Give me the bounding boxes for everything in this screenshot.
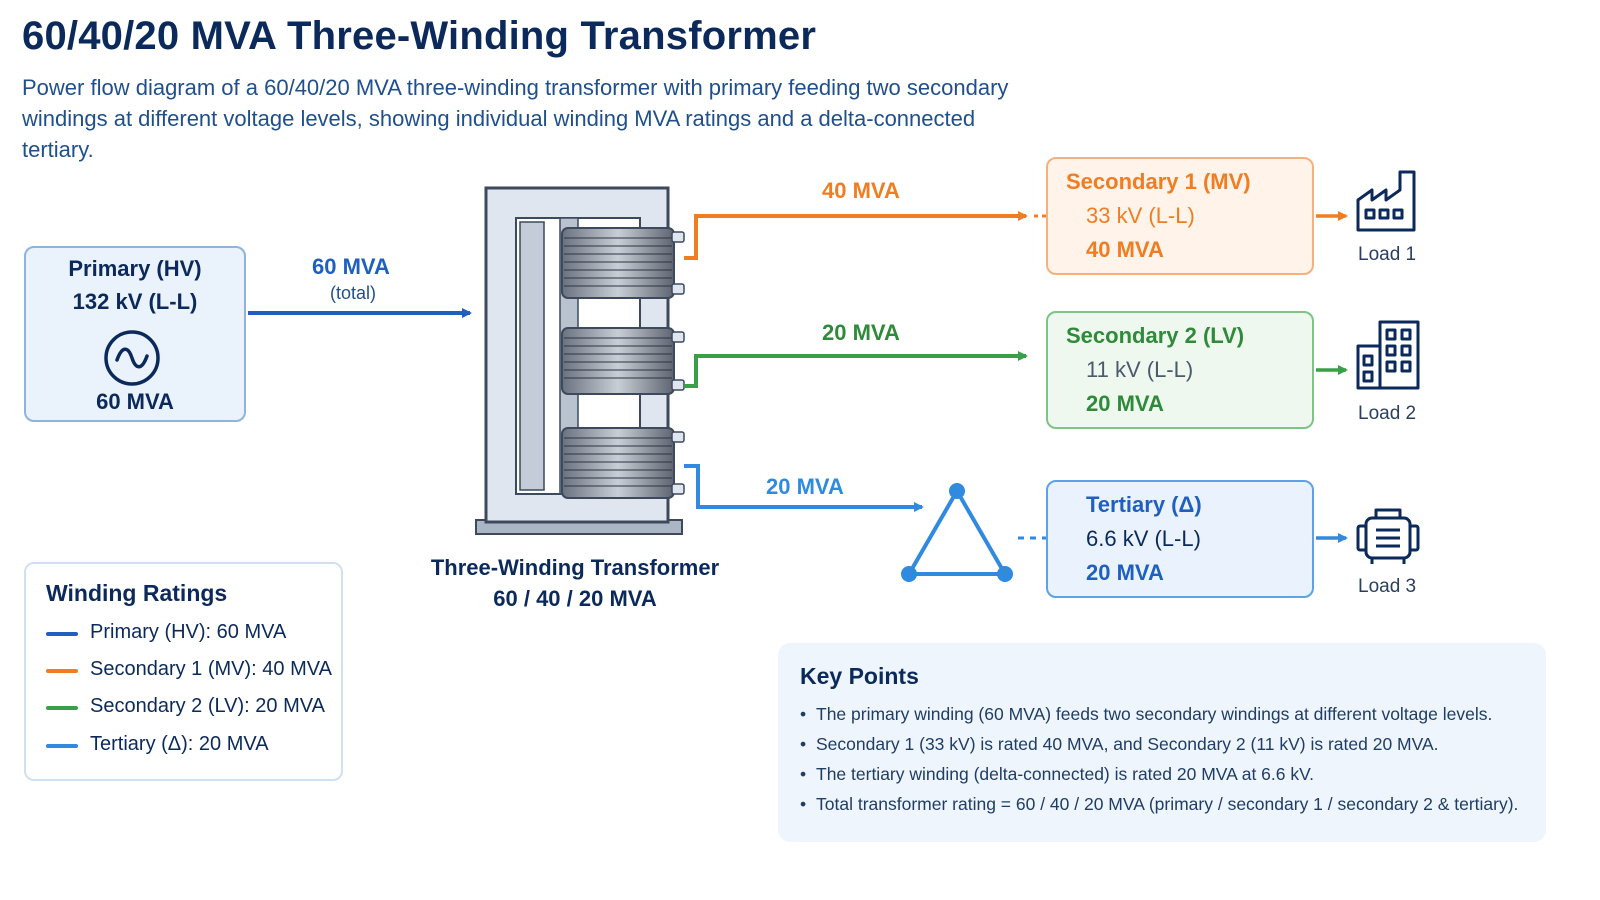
transformer-caption: Three-Winding Transformer <box>430 555 720 580</box>
legend-item-tertiary: Tertiary (Δ): 20 MVA <box>46 733 336 759</box>
coil-secondary <box>561 327 675 395</box>
building-icon <box>1356 320 1420 390</box>
primary-voltage: 132 kV (L-L) <box>72 289 198 314</box>
secondary1-winding-box: Secondary 1 (MV) 33 kV (L-L) 40 MVA <box>1046 157 1314 275</box>
legend-label: Primary (HV): 60 MVA <box>90 621 287 643</box>
legend-swatch-primary <box>46 632 78 636</box>
tertiary-winding-box: Tertiary (Δ) 6.6 kV (L-L) 20 MVA <box>1046 480 1314 598</box>
legend-label: Secondary 2 (LV): 20 MVA <box>90 695 325 717</box>
tertiary-flow-label: 20 MVA <box>766 474 844 499</box>
coil-primary <box>561 227 675 299</box>
primary-title: Primary (HV) <box>68 256 202 281</box>
primary-mva: 60 MVA <box>96 389 174 414</box>
secondary2-voltage: 11 kV (L-L) <box>1086 357 1194 382</box>
transformer-icon <box>475 186 685 535</box>
legend-item-primary: Primary (HV): 60 MVA <box>46 621 336 647</box>
legend-swatch-tertiary <box>46 744 78 748</box>
secondary1-flow-label: 40 MVA <box>822 178 900 203</box>
motor-icon <box>1356 508 1420 564</box>
legend-label: Tertiary (Δ): 20 MVA <box>90 733 269 755</box>
legend-item-secondary1: Secondary 1 (MV): 40 MVA <box>46 658 336 684</box>
secondary1-mva: 40 MVA <box>1086 237 1164 262</box>
secondary1-flow-arrow <box>684 211 1028 260</box>
legend-swatch-secondary2 <box>46 706 78 710</box>
transformer-rating: 60 / 40 / 20 MVA <box>493 586 657 611</box>
legend-item-secondary2: Secondary 2 (LV): 20 MVA <box>46 695 336 721</box>
key-point-item: Total transformer rating = 60 / 40 / 20 … <box>800 789 1540 819</box>
tertiary-flow-arrow <box>684 464 924 512</box>
factory-icon <box>1356 170 1416 232</box>
key-points-list: The primary winding (60 MVA) feeds two s… <box>800 699 1540 819</box>
key-points-title: Key Points <box>800 663 919 689</box>
ac-source-icon <box>104 330 160 386</box>
secondary2-mva: 20 MVA <box>1086 391 1164 416</box>
secondary2-flow-label: 20 MVA <box>822 320 900 345</box>
load1-label: Load 1 <box>1358 244 1417 265</box>
tertiary-title: Tertiary (Δ) <box>1086 492 1202 517</box>
secondary2-winding-box: Secondary 2 (LV) 11 kV (L-L) 20 MVA <box>1046 311 1314 429</box>
secondary1-voltage: 33 kV (L-L) <box>1086 203 1195 228</box>
primary-flow-label: 60 MVA <box>312 254 390 279</box>
page-subtitle: Power flow diagram of a 60/40/20 MVA thr… <box>22 75 1009 162</box>
delta-symbol-icon <box>901 483 1013 582</box>
key-points-panel: Key Points The primary winding (60 MVA) … <box>778 643 1546 842</box>
legend-swatch-secondary1 <box>46 669 78 673</box>
winding-ratings-legend: Winding Ratings Primary (HV): 60 MVA Sec… <box>24 562 343 781</box>
load2-label: Load 2 <box>1358 403 1417 424</box>
tertiary-mva: 20 MVA <box>1086 560 1164 585</box>
secondary1-title: Secondary 1 (MV) <box>1066 169 1251 194</box>
page-title: 60/40/20 MVA Three-Winding Transformer <box>22 14 817 58</box>
key-point-item: Secondary 1 (33 kV) is rated 40 MVA, and… <box>800 729 1540 759</box>
legend-title: Winding Ratings <box>46 580 228 606</box>
primary-flow-sublabel: (total) <box>330 283 377 303</box>
primary-winding-box: Primary (HV) 132 kV (L-L) 60 MVA <box>24 246 246 422</box>
secondary2-flow-arrow <box>684 351 1028 388</box>
load3-label: Load 3 <box>1358 576 1417 597</box>
tertiary-voltage: 6.6 kV (L-L) <box>1086 526 1201 551</box>
secondary2-title: Secondary 2 (LV) <box>1066 323 1245 348</box>
coil-tertiary <box>561 427 675 499</box>
key-point-item: The tertiary winding (delta-connected) i… <box>800 759 1540 789</box>
legend-label: Secondary 1 (MV): 40 MVA <box>90 658 332 680</box>
key-point-item: The primary winding (60 MVA) feeds two s… <box>800 699 1540 729</box>
